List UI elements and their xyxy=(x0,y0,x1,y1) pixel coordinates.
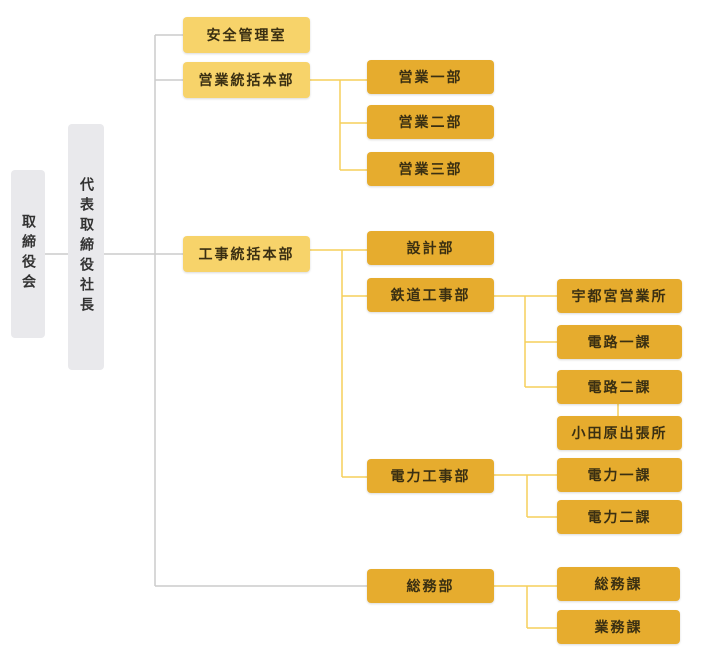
president-node: 代表取締役社長 xyxy=(68,124,104,370)
operations-section-node: 業務課 xyxy=(557,610,680,644)
power-dept-node: 電力工事部 xyxy=(367,459,494,493)
sales-dept-2-node: 営業二部 xyxy=(367,105,494,139)
sales-dept-1-node: 営業一部 xyxy=(367,60,494,94)
general-affairs-dept-node: 総務部 xyxy=(367,569,494,603)
sales-hq-node: 営業統括本部 xyxy=(183,62,310,98)
construction-hq-node: 工事統括本部 xyxy=(183,236,310,272)
sales-dept-3-node: 営業三部 xyxy=(367,152,494,186)
safety-office-node: 安全管理室 xyxy=(183,17,310,53)
utsunomiya-office-node: 宇都宮営業所 xyxy=(557,279,682,313)
power-section-1-node: 電力一課 xyxy=(557,458,682,492)
track-section-1-node: 電路一課 xyxy=(557,325,682,359)
power-section-2-node: 電力二課 xyxy=(557,500,682,534)
general-affairs-section-node: 総務課 xyxy=(557,567,680,601)
odawara-office-node: 小田原出張所 xyxy=(557,416,682,450)
board-node: 取締役会 xyxy=(11,170,45,338)
track-section-2-node: 電路二課 xyxy=(557,370,682,404)
railway-dept-node: 鉄道工事部 xyxy=(367,278,494,312)
design-dept-node: 設計部 xyxy=(367,231,494,265)
